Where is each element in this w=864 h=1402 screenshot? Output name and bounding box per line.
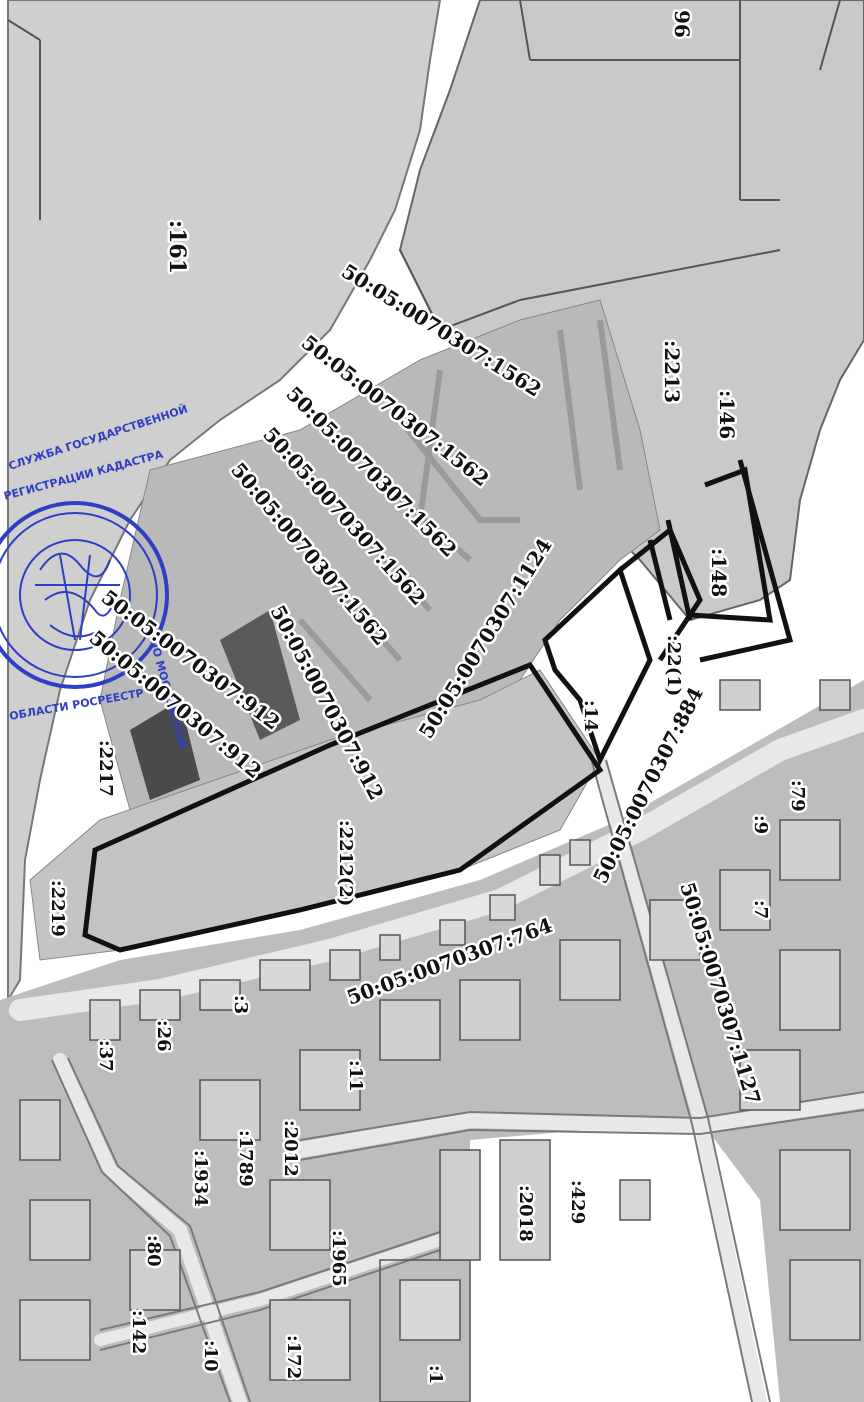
- building-dark: [130, 700, 200, 800]
- label-2219: :2219: [47, 880, 68, 937]
- parcel-161: [7, 0, 442, 1004]
- parcel-line: [399, 249, 441, 331]
- building-dark: [220, 610, 300, 740]
- label-1934: :1934: [190, 1150, 211, 1207]
- label-2212: :2212(2): [335, 820, 356, 906]
- label-96: 96: [670, 10, 694, 38]
- label-161: :161: [164, 220, 190, 274]
- label-2012: :2012: [280, 1120, 301, 1177]
- label-3: :3: [230, 995, 251, 1014]
- label-7: :7: [750, 900, 771, 919]
- label-2217: :2217: [95, 740, 116, 797]
- label-2213: :2213: [660, 340, 684, 403]
- internal-roads: [297, 319, 623, 702]
- label-22: :22(1): [663, 635, 684, 696]
- label-172: :172: [283, 1335, 304, 1379]
- label-37: :37: [95, 1040, 116, 1072]
- label-146: :146: [715, 390, 739, 439]
- label-2018: :2018: [515, 1185, 536, 1242]
- parcel-line: [819, 0, 841, 71]
- building-blocks: [19, 679, 861, 1402]
- label-11: :11: [345, 1060, 366, 1092]
- label-1789: :1789: [235, 1130, 256, 1187]
- label-1965: :1965: [328, 1230, 349, 1287]
- label-148: :148: [707, 548, 731, 597]
- label-10: :10: [200, 1340, 221, 1372]
- open-area-right: [800, 520, 864, 680]
- label-142: :142: [128, 1310, 149, 1354]
- parcel-line: [7, 19, 41, 41]
- label-429: :429: [567, 1180, 588, 1224]
- parcel-line: [519, 249, 781, 301]
- label-1: :1: [425, 1365, 446, 1384]
- parcel-2212: [29, 669, 601, 961]
- label-79: :79: [787, 780, 808, 812]
- label-26: :26: [153, 1020, 174, 1052]
- parcel-line: [519, 0, 531, 61]
- highlighted-boundary: [82, 459, 794, 953]
- label-80: :80: [143, 1235, 164, 1267]
- label-9: :9: [750, 815, 771, 834]
- label-14: :14: [580, 700, 601, 732]
- parcel-line: [439, 299, 521, 331]
